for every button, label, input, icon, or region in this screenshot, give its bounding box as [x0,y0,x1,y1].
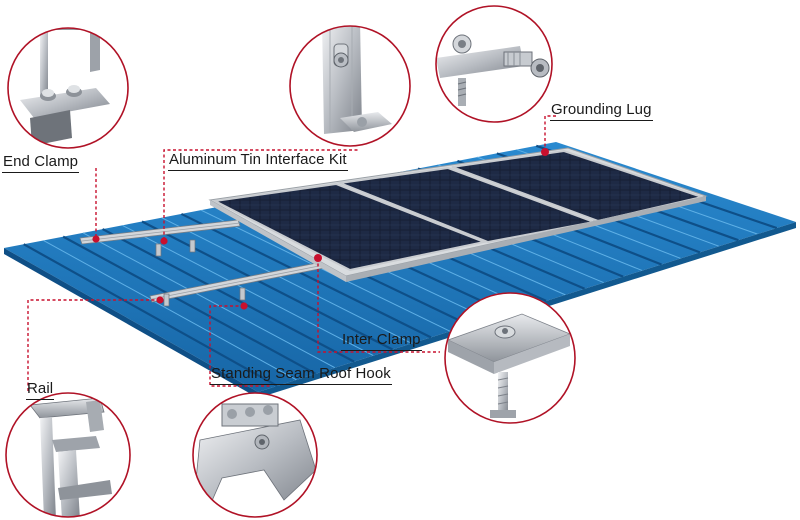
solar-panel-array [208,147,708,282]
leader-rail [27,299,160,392]
roof-rib [180,212,432,339]
callout-end-clamp [7,27,129,149]
callout-roof-hook [192,392,318,518]
roof-rib [62,235,317,375]
mounting-rails [79,219,325,307]
roof-rib [23,243,278,387]
roof-hooks [155,239,246,307]
leader-interface-kit [163,149,360,240]
callout-grounding-lug [435,5,553,123]
roof-rib [82,232,336,369]
leader-inter-clamp [317,258,440,353]
label-grounding-lug: Grounding Lug [550,101,653,121]
roof-rib [161,217,412,344]
solar-panel-1 [211,182,488,272]
roof-rib [102,228,355,363]
leader-grounding-lug [544,115,556,152]
rail-upper [79,219,241,245]
callout-inter-clamp [444,292,576,424]
roof-rib [200,209,451,332]
roof-rib [141,220,394,351]
label-standing-seam-roof-hook: Standing Seam Roof Hook [210,365,392,385]
label-end-clamp: End Clamp [2,153,80,173]
callout-interface-kit [289,25,411,147]
callout-rail [5,392,131,518]
leader-dots [92,148,549,310]
label-inter-clamp: Inter Clamp [341,331,422,351]
leader-lines [27,115,556,392]
leader-roof-hook [209,305,270,387]
roof-rib [122,224,374,357]
roof-rib [43,239,297,381]
label-rail: Rail [26,380,55,400]
label-aluminum-tin-interface-kit: Aluminum Tin Interface Kit [168,151,348,171]
